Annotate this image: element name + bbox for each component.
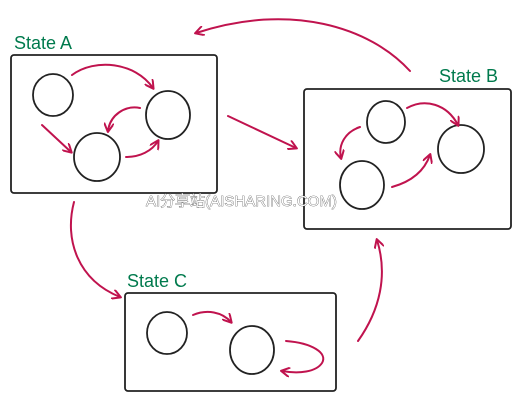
state-b-group: State B — [303, 66, 512, 230]
watermark-text: AI分享站(AISHARING.COM) — [146, 193, 337, 210]
state-c-label: State C — [127, 271, 187, 291]
state-b-box — [303, 88, 512, 230]
arrow-a1-to-a2 — [71, 63, 153, 88]
arrow-a3-to-a2 — [125, 141, 158, 158]
arrow-b1-to-b3 — [340, 126, 361, 158]
transition-a-to-c — [70, 201, 120, 297]
state-c-node-2 — [229, 325, 275, 375]
state-a-group: State A — [10, 33, 218, 194]
arrow-a2-to-a3 — [108, 106, 141, 131]
state-a-box — [10, 54, 218, 194]
state-a-label: State A — [14, 33, 72, 53]
state-c-box — [124, 292, 337, 392]
state-a-node-1 — [32, 73, 74, 117]
transition-a-to-b — [227, 115, 296, 148]
state-c-node-1 — [146, 311, 188, 355]
state-b-node-3 — [339, 160, 385, 210]
arrow-c1-to-c2 — [192, 310, 231, 322]
arrow-b3-to-b2 — [391, 155, 430, 188]
arrow-b1-to-b2 — [406, 102, 458, 125]
transition-b-to-a — [196, 18, 411, 72]
arrow-a1-to-a3 — [41, 124, 71, 152]
state-a-node-2 — [145, 90, 191, 140]
state-a-node-3 — [73, 132, 121, 182]
state-b-node-2 — [437, 124, 485, 174]
state-c-group: State C — [124, 271, 337, 392]
arrow-c2-self-loop — [282, 340, 325, 372]
transition-c-to-b — [357, 240, 382, 342]
state-b-label: State B — [439, 66, 498, 86]
state-b-node-1 — [366, 100, 406, 144]
